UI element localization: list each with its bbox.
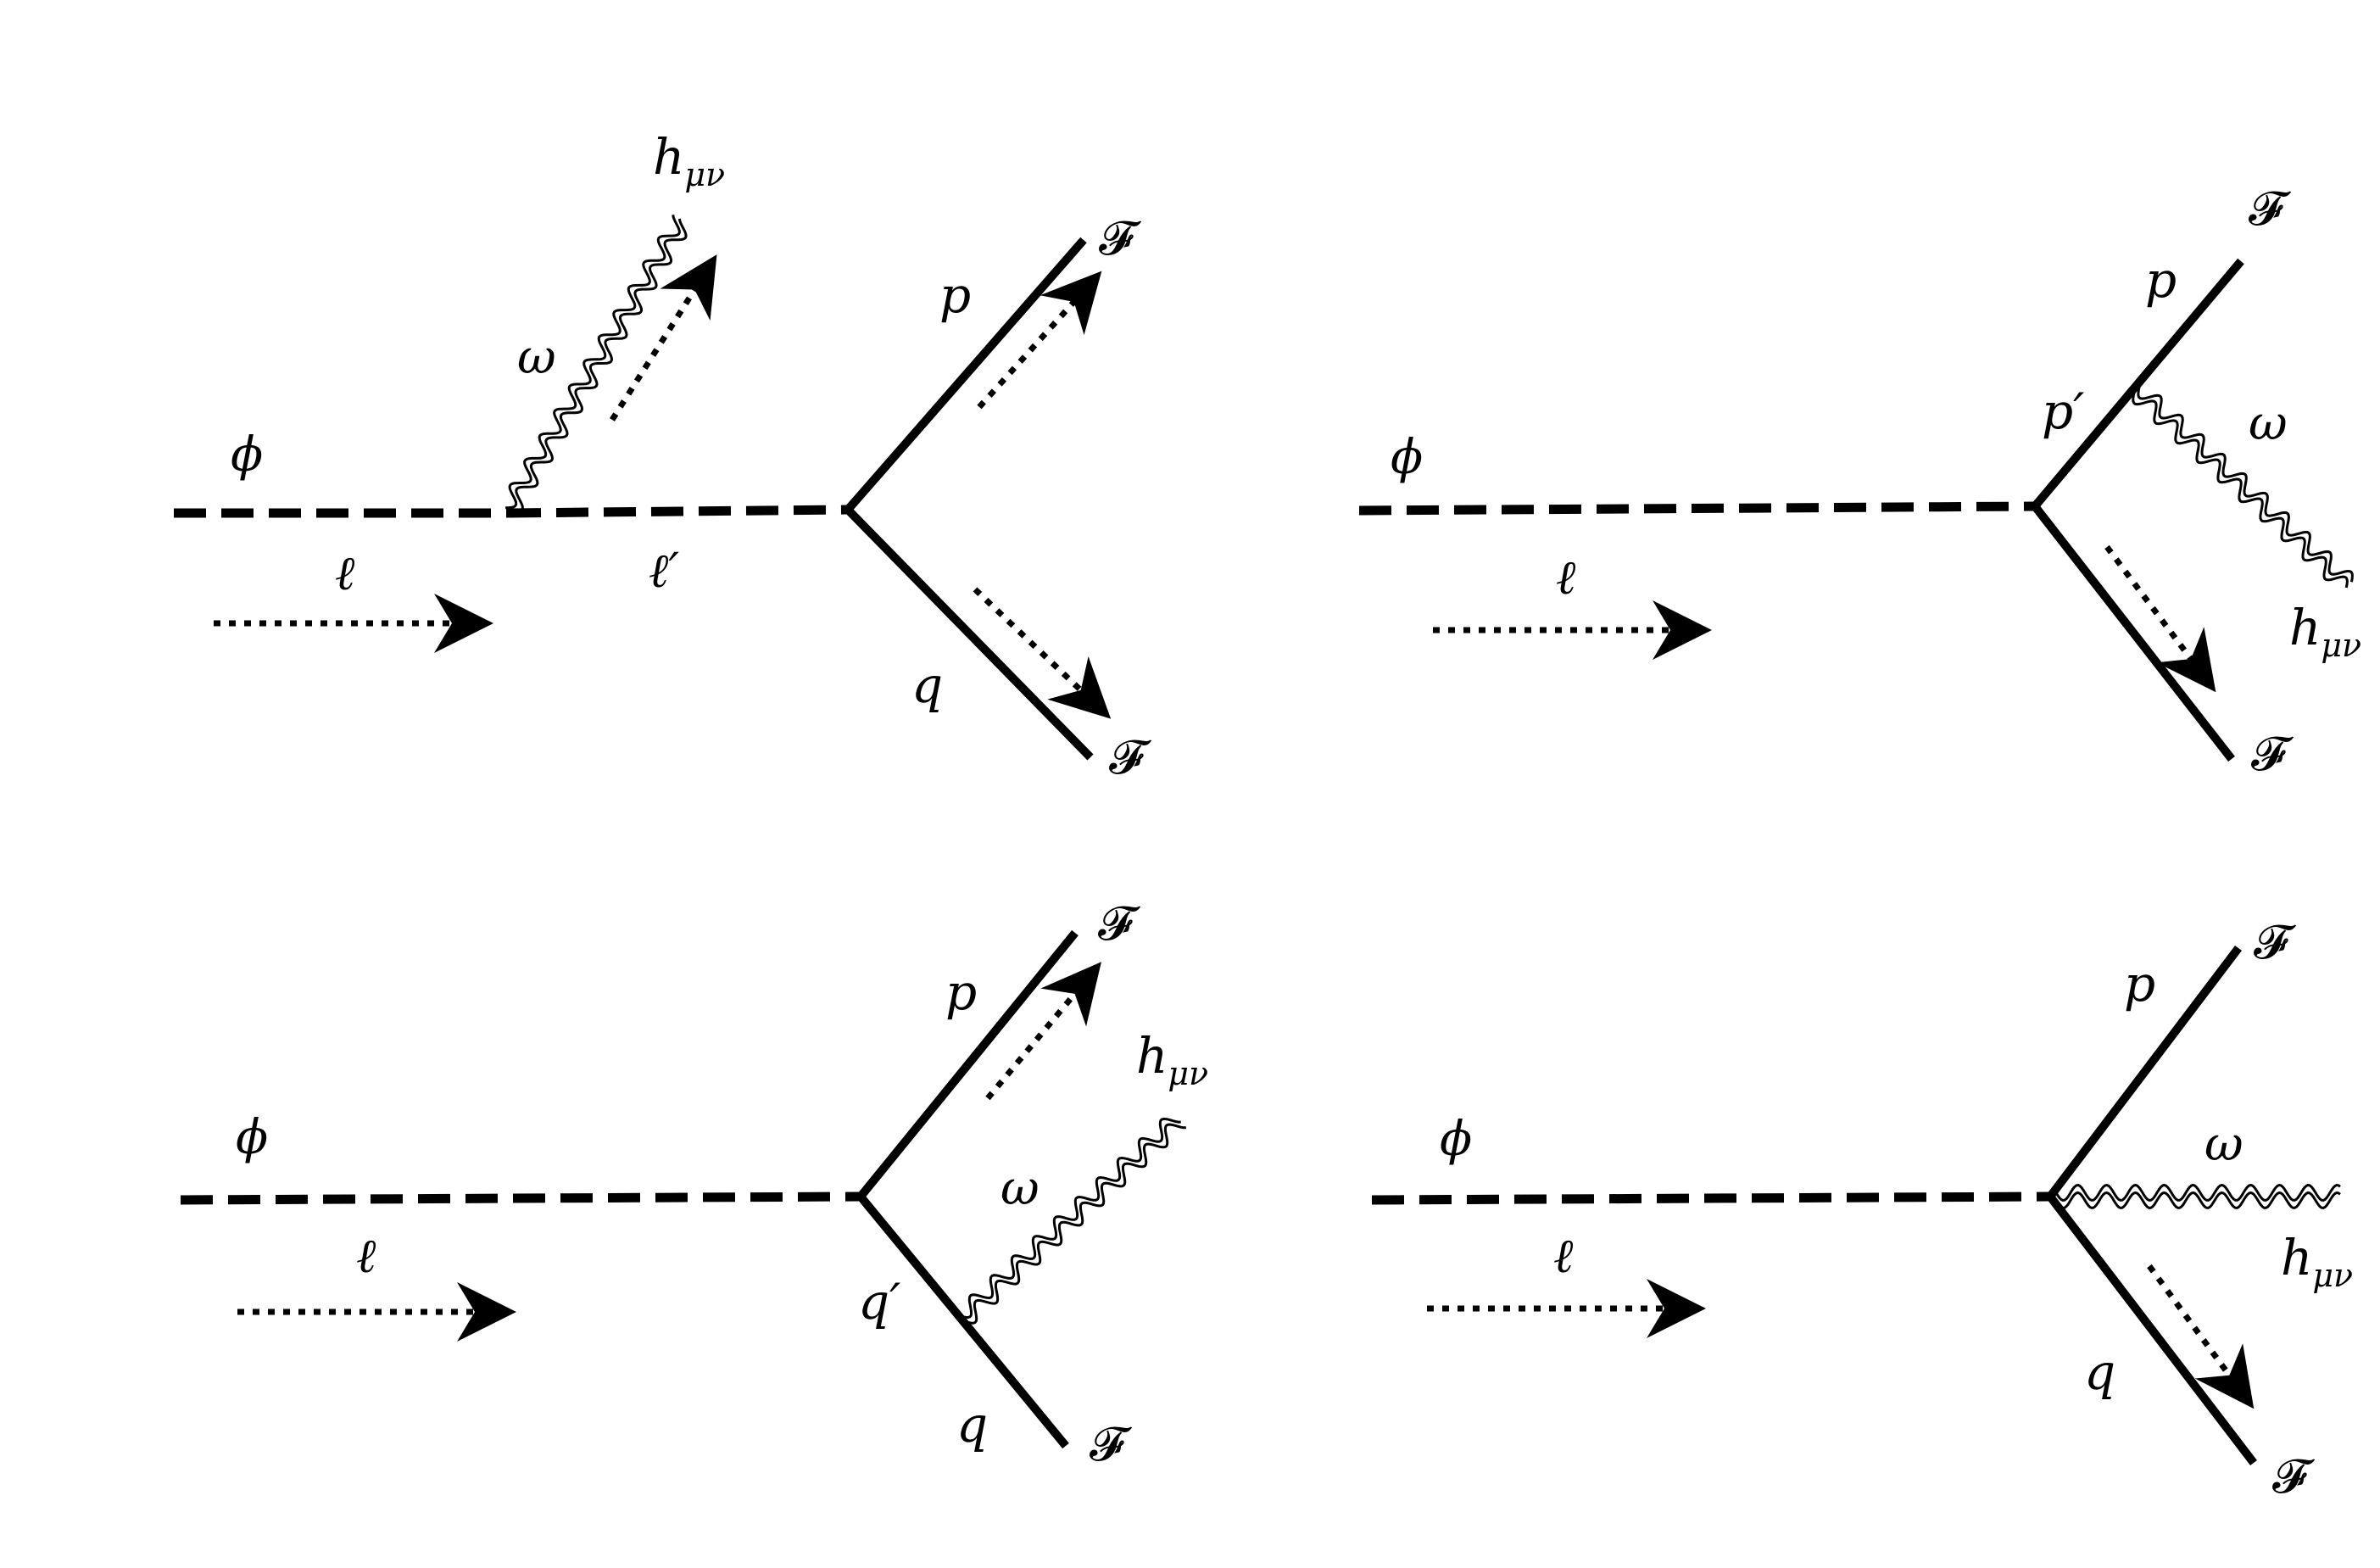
label-omega: ω	[517, 330, 556, 385]
scalar-line-propagator	[508, 505, 849, 518]
graviton-line	[2054, 1183, 2341, 1210]
diagram-top-left: ϕ ℓ ℓ′ ω hμν p q 𝓕 𝓕	[174, 128, 1152, 785]
label-p: p	[939, 266, 971, 324]
label-graviton: hμν	[1136, 1027, 1208, 1092]
label-omega: ω	[1000, 1161, 1040, 1216]
graviton-wave-strand-b	[511, 218, 688, 513]
diagram-bottom-right: ϕ ℓ p ω hμν q 𝓕 𝓕	[1371, 915, 2353, 1504]
label-fermion-top: 𝓕	[1098, 896, 1141, 951]
label-ell-prime: ℓ′	[649, 544, 679, 599]
graviton-wave-strand-a	[505, 215, 681, 510]
label-fermion-bottom: 𝓕	[2251, 727, 2294, 782]
label-ell: ℓ	[335, 546, 355, 601]
momentum-arrow-omega	[610, 254, 717, 421]
diagram-top-right: ϕ ℓ p p′ ω hμν 𝓕 𝓕	[1358, 181, 2361, 782]
label-p: p	[2124, 955, 2155, 1013]
graviton-wave-strand-a	[2054, 1183, 2341, 1203]
label-p-prime: p′	[2042, 382, 2084, 440]
label-omega: ω	[2249, 396, 2288, 451]
scalar-line-incoming	[1371, 1191, 2051, 1205]
label-p: p	[2145, 251, 2177, 309]
fermion-line-bottom	[2047, 1193, 2257, 1466]
label-q: q	[2084, 1343, 2115, 1401]
label-phi: ϕ	[236, 1110, 268, 1165]
graviton-wave-strand-a	[959, 1117, 1181, 1320]
graviton-line	[505, 215, 688, 513]
label-fermion-bottom: 𝓕	[2272, 1449, 2316, 1504]
diagram-bottom-left: ϕ ℓ p ω hμν q′ q 𝓕 𝓕	[180, 896, 1208, 1472]
label-q: q	[911, 656, 943, 714]
momentum-arrow-p	[985, 962, 1101, 1101]
graviton-line	[2132, 387, 2354, 589]
label-fermion-top: 𝓕	[2254, 915, 2297, 970]
graviton-wave-strand-b	[964, 1123, 1186, 1325]
label-phi: ϕ	[231, 427, 263, 483]
graviton-line	[959, 1117, 1186, 1325]
scalar-line-incoming	[180, 1191, 861, 1205]
label-fermion-top: 𝓕	[1099, 211, 1142, 266]
label-graviton: hμν	[2281, 1229, 2353, 1294]
graviton-wave-strand-a	[2137, 387, 2354, 583]
label-q-prime: q′	[858, 1273, 900, 1331]
fermion-line-bottom	[844, 506, 1094, 761]
label-phi: ϕ	[1440, 1112, 1472, 1167]
momentum-arrow-q	[973, 587, 1112, 719]
momentum-arrow-p	[977, 271, 1102, 410]
label-ell: ℓ	[1553, 1229, 1574, 1284]
momentum-arrow-q	[2147, 1264, 2255, 1409]
label-p: p	[945, 963, 977, 1021]
label-fermion-bottom: 𝓕	[1109, 730, 1152, 785]
label-fermion-top: 𝓕	[2249, 181, 2292, 237]
label-graviton: hμν	[653, 128, 725, 193]
fermion-line-bottom	[2032, 503, 2235, 762]
label-graviton: hμν	[2289, 599, 2361, 664]
label-omega: ω	[2204, 1117, 2243, 1172]
label-ell: ℓ	[356, 1229, 376, 1284]
label-q: q	[956, 1396, 988, 1454]
momentum-arrow-q	[2104, 544, 2216, 693]
label-fermion-bottom: 𝓕	[1090, 1417, 1133, 1472]
fermion-line-bottom	[857, 1193, 1069, 1449]
label-ell: ℓ	[1556, 550, 1576, 605]
graviton-wave-strand-b	[2054, 1191, 2341, 1210]
scalar-line-incoming	[1358, 501, 2036, 516]
fermion-line-top	[2047, 945, 2242, 1200]
graviton-wave-strand-b	[2132, 392, 2349, 589]
label-phi: ϕ	[1391, 430, 1423, 485]
fermion-line-top	[857, 929, 1079, 1200]
fermion-line-top	[2032, 258, 2244, 510]
